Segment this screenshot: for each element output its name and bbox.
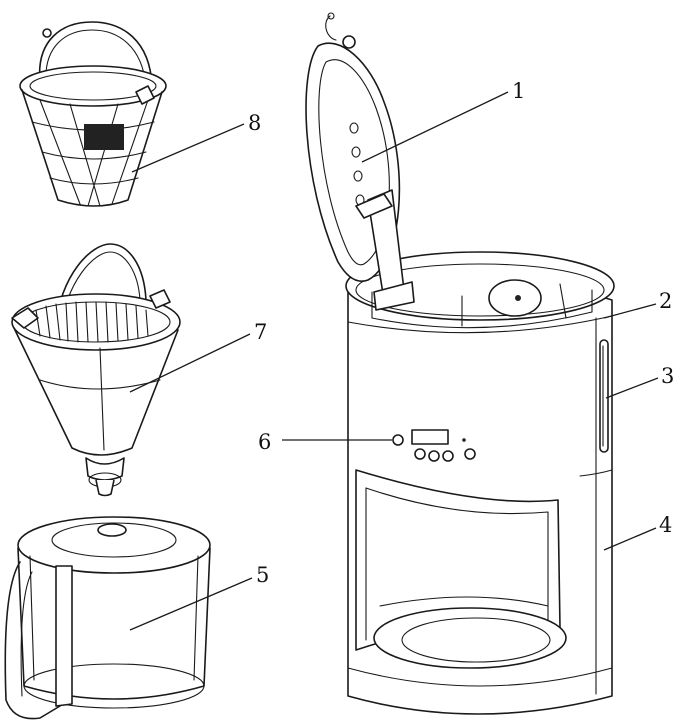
callout-6: 6 bbox=[258, 430, 271, 454]
leader-line-3 bbox=[605, 377, 659, 399]
coffee-maker-body bbox=[345, 251, 615, 715]
lid bbox=[305, 12, 415, 311]
callout-numbers: 1 2 3 4 5 6 7 8 bbox=[248, 79, 674, 587]
filter-holder bbox=[11, 243, 181, 497]
callout-4: 4 bbox=[659, 513, 672, 537]
callout-7: 7 bbox=[254, 320, 267, 344]
leader-line-5 bbox=[129, 577, 253, 631]
leader-line-2 bbox=[603, 303, 657, 319]
leader-line-1 bbox=[361, 91, 509, 163]
carafe bbox=[4, 516, 211, 720]
callout-5: 5 bbox=[256, 563, 269, 587]
filter-basket bbox=[19, 21, 167, 207]
leader-line-7 bbox=[129, 333, 251, 393]
leader-line-8 bbox=[131, 123, 245, 173]
leader-lines bbox=[129, 91, 659, 631]
callout-1: 1 bbox=[512, 79, 525, 103]
callout-3: 3 bbox=[661, 364, 674, 388]
leader-line-4 bbox=[603, 527, 657, 551]
callout-8: 8 bbox=[248, 111, 261, 135]
callout-2: 2 bbox=[659, 289, 672, 313]
